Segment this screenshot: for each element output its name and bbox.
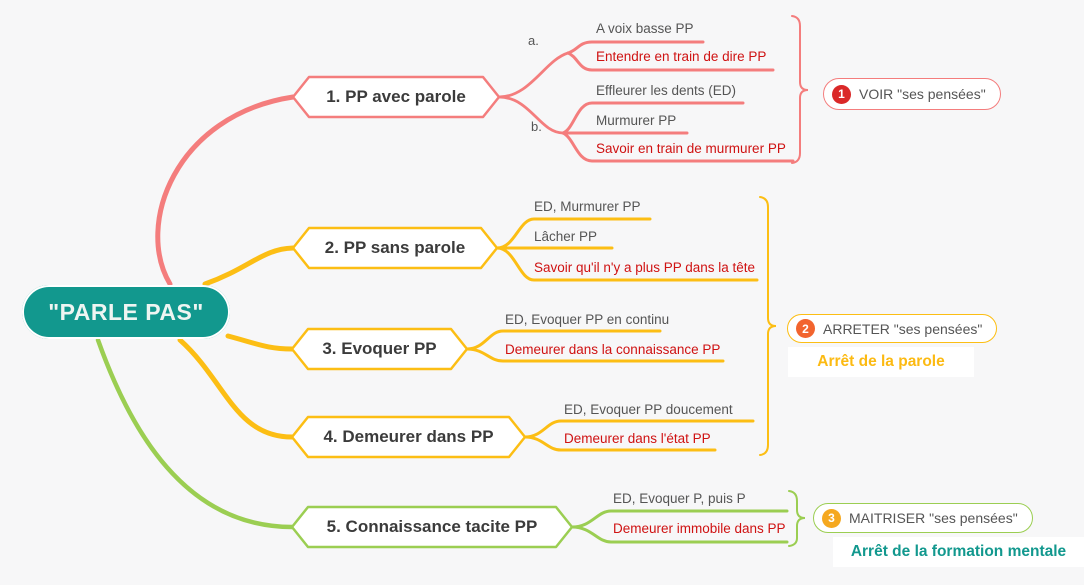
group-b-label[interactable]: b. — [531, 119, 542, 134]
leaf-item[interactable]: A voix basse PP — [596, 21, 694, 36]
summary-1-label: VOIR "ses pensées" — [859, 86, 986, 102]
summary-2-pill[interactable]: 2 ARRETER "ses pensées" — [787, 314, 998, 343]
leaf-item[interactable]: ED, Murmurer PP — [534, 199, 641, 214]
item-line — [570, 525, 789, 544]
topic-3-label[interactable]: 3. Evoquer PP — [322, 339, 437, 358]
item-line — [465, 347, 725, 363]
leaf-item[interactable]: Savoir en train de murmurer PP — [596, 141, 786, 156]
branch4-curve — [177, 337, 295, 440]
summary-3-pill[interactable]: 3 MAITRISER "ses pensées" — [813, 503, 1033, 533]
topic-2-label[interactable]: 2. PP sans parole — [324, 238, 466, 257]
branch1-fork-b — [497, 95, 565, 135]
summary-1-pill[interactable]: 1 VOIR "ses pensées" — [823, 78, 1001, 110]
item-line — [566, 51, 775, 72]
topic-4-label[interactable]: 4. Demeurer dans PP — [323, 427, 494, 446]
group-a-label[interactable]: a. — [528, 33, 539, 48]
leaf-item[interactable]: ED, Evoquer PP en continu — [505, 312, 670, 327]
leaf-item[interactable]: Murmurer PP — [596, 113, 677, 128]
branch5-curve — [95, 337, 295, 530]
summary-3-badge: 3 — [822, 508, 841, 528]
branch2-curve — [202, 245, 296, 287]
branch1-fork-a — [497, 51, 570, 99]
summary1-brace — [791, 15, 809, 164]
leaf-item[interactable]: Entendre en train de dire PP — [596, 49, 767, 64]
summary-1-badge: 1 — [832, 84, 851, 104]
item-line — [561, 101, 745, 135]
leaf-item[interactable]: Demeurer dans la connaissance PP — [505, 342, 721, 357]
summary-3-caption: Arrêt de la formation mentale — [833, 537, 1084, 567]
summary3-brace — [788, 490, 806, 547]
summary-2-badge: 2 — [796, 319, 815, 338]
branch1-curve — [155, 94, 296, 287]
leaf-item[interactable]: Demeurer immobile dans PP — [613, 521, 786, 536]
topic-5-label[interactable]: 5. Connaissance tacite PP — [326, 517, 538, 536]
item-line — [566, 40, 705, 55]
summary-3-label: MAITRISER "ses pensées" — [849, 510, 1018, 526]
branch3-curve — [225, 333, 295, 352]
leaf-item[interactable]: Lâcher PP — [534, 229, 598, 244]
leaf-item[interactable]: Savoir qu'il n'y a plus PP dans la tête — [534, 260, 756, 275]
root-node[interactable]: "PARLE PAS" — [22, 285, 230, 339]
leaf-item[interactable]: Effleurer les dents (ED) — [596, 83, 737, 98]
summary-2-label: ARRETER "ses pensées" — [823, 320, 983, 337]
topic-1-label[interactable]: 1. PP avec parole — [326, 87, 466, 106]
leaf-item[interactable]: ED, Evoquer PP doucement — [564, 402, 733, 417]
item-line — [523, 435, 717, 452]
summary2-brace — [759, 196, 777, 456]
summary-2-caption: Arrêt de la parole — [788, 347, 974, 377]
item-line — [561, 131, 795, 163]
item-line — [495, 246, 759, 282]
leaf-item[interactable]: Demeurer dans l'état PP — [564, 431, 711, 446]
leaf-item[interactable]: ED, Evoquer P, puis P — [613, 491, 746, 506]
